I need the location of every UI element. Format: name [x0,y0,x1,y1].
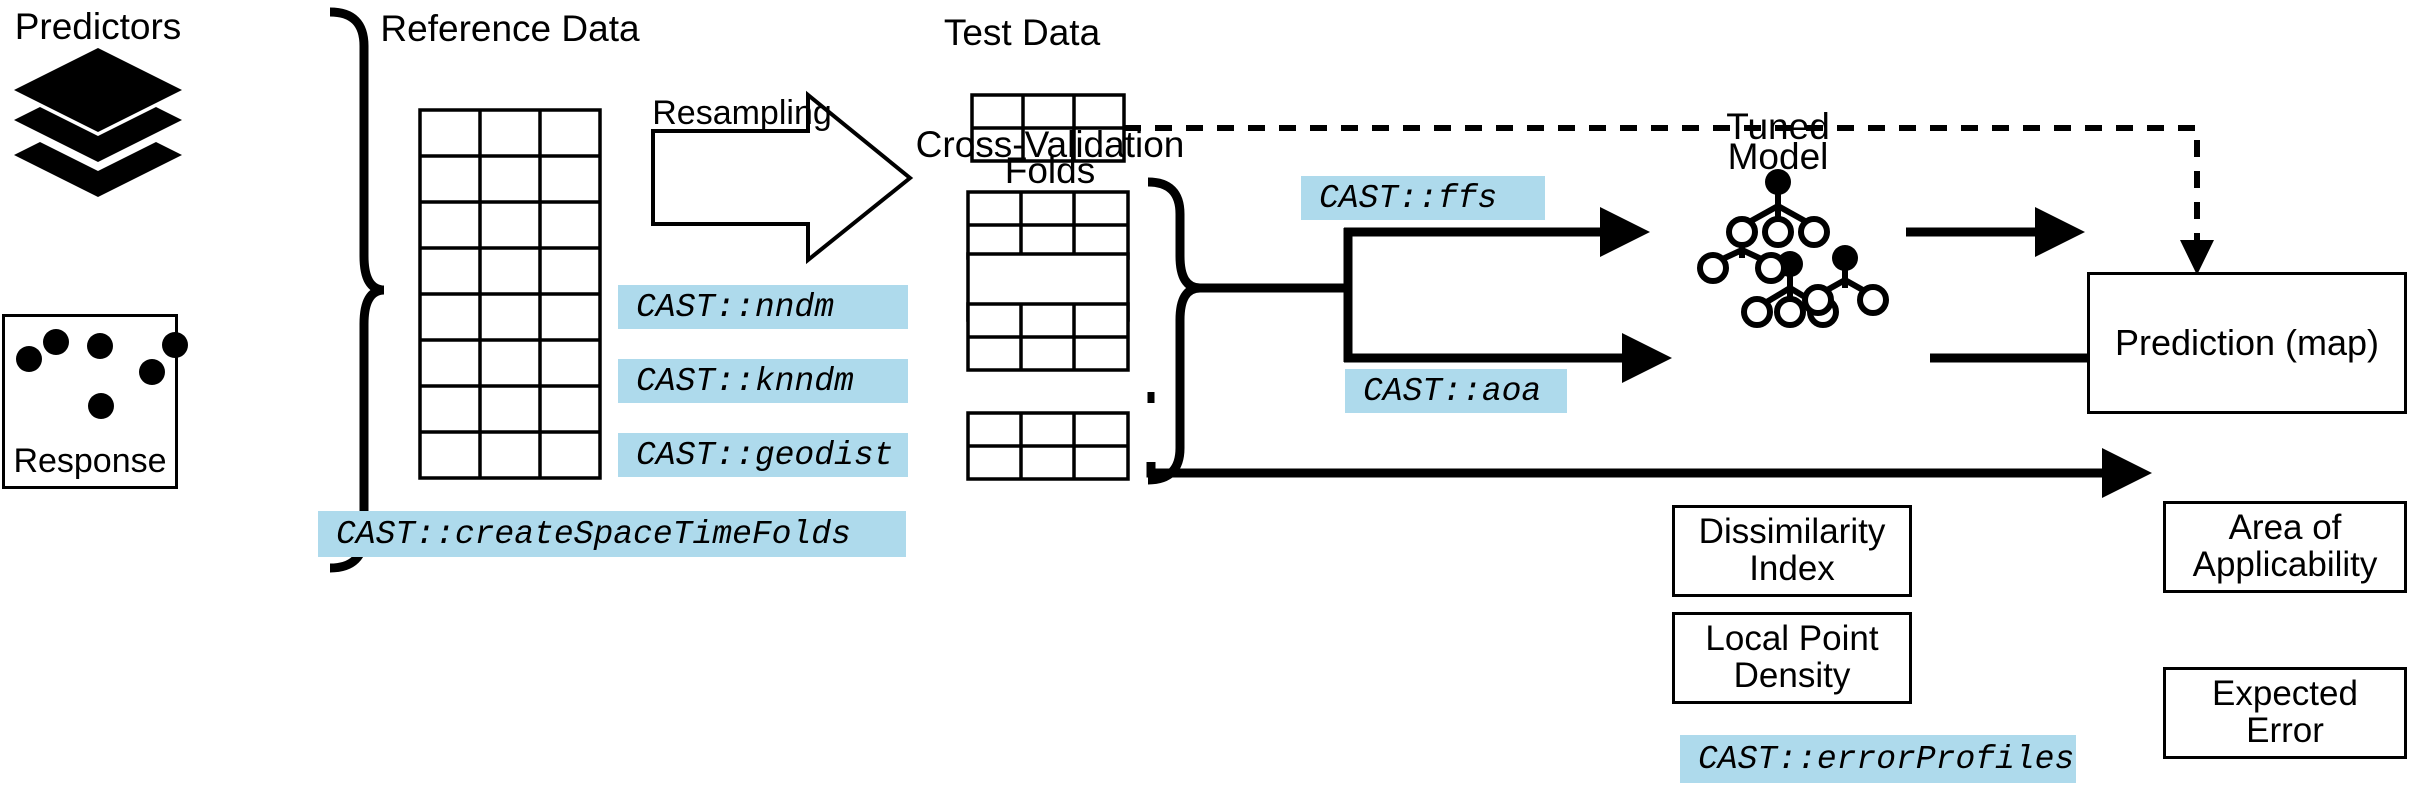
reference-data-label: Reference Data [380,8,640,49]
tuned-model-label-line2: Model [1727,136,1829,177]
test-data-label: Test Data [943,12,1101,53]
area-of-applicability-label-line1: Area of [2228,508,2342,548]
local-point-density-box: Local Point Density [1672,612,1912,704]
expected-error-label-line1: Expected [2212,674,2358,714]
resampling-label: Resampling [652,94,832,132]
code-label-geodist: CAST::geodist [618,433,908,477]
dissimilarity-index-label-line1: Dissimilarity [1698,512,1886,552]
dissimilarity-index-label-line2: Index [1749,549,1835,588]
expected-error-label-line2: Error [2246,711,2324,750]
local-point-density-label-line1: Local Point [1705,619,1879,659]
code-label-aoa: CAST::aoa [1345,369,1567,413]
response-box: Response [2,314,178,489]
local-point-density-label-line2: Density [1733,656,1851,695]
predictors-label: Predictors [14,6,182,47]
code-label-errorprofiles: CAST::errorProfiles [1680,735,2076,783]
cv-folds-label-line2: Folds [1004,150,1096,191]
area-of-applicability-label-line2: Applicability [2192,545,2378,584]
tuned-model-label-line1: Tuned [1726,106,1830,147]
code-label-createspacetimefolds: CAST::createSpaceTimeFolds [318,511,906,557]
response-label: Response [13,442,167,481]
prediction-map-box: Prediction (map) [2087,272,2407,414]
area-of-applicability-box: Area of Applicability [2163,501,2407,593]
code-label-knndm: CAST::knndm [618,359,908,403]
dissimilarity-index-box: Dissimilarity Index [1672,505,1912,597]
expected-error-box: Expected Error [2163,667,2407,759]
cv-folds-label-line1: Cross-Validation [915,124,1185,165]
code-label-nndm: CAST::nndm [618,285,908,329]
prediction-map-label: Prediction (map) [2114,322,2380,364]
code-label-ffs: CAST::ffs [1301,176,1545,220]
